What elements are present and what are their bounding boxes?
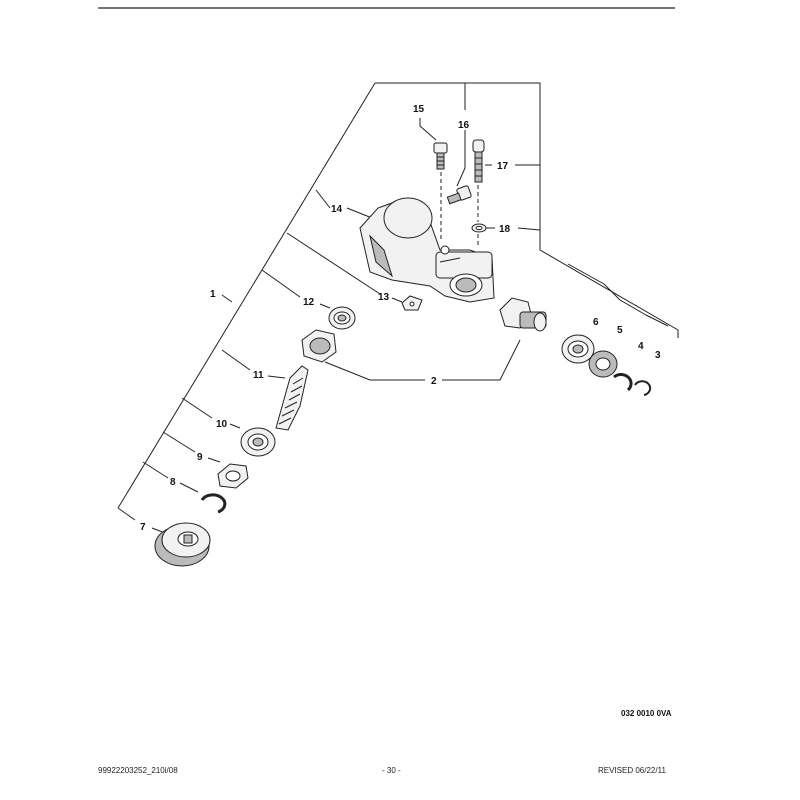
leader-7	[117, 507, 136, 521]
part-13-plate	[401, 295, 423, 311]
callout-8: 8	[170, 477, 176, 488]
leader-8	[142, 461, 169, 479]
leader-15	[419, 118, 437, 141]
leader-16b	[456, 130, 466, 187]
callout-4: 4	[638, 341, 644, 352]
part-2-pinion	[301, 329, 337, 363]
callout-16: 16	[458, 120, 470, 131]
leader-13	[286, 232, 381, 295]
part-12-bearing	[328, 306, 356, 330]
part-4-snap-ring	[613, 372, 633, 392]
callout-6: 6	[593, 317, 599, 328]
leader-10	[181, 397, 213, 419]
leader-4	[619, 299, 647, 316]
part-14-gear-housing	[359, 197, 495, 303]
callout-18: 18	[499, 224, 511, 235]
leader-12	[261, 269, 301, 298]
part-3-snap-ring	[634, 380, 652, 396]
callout-2: 2	[431, 376, 437, 387]
leader-6	[567, 263, 605, 285]
leader-10b	[229, 423, 241, 429]
callout-12: 12	[303, 297, 315, 308]
part-8-snap-ring	[200, 493, 227, 514]
bracket-left-edge	[117, 82, 376, 509]
callout-11: 11	[253, 370, 264, 381]
leader-9	[162, 431, 196, 453]
callout-10: 10	[216, 419, 228, 430]
leader-9b	[207, 457, 221, 463]
callout-1: 1	[210, 289, 216, 300]
part-11-shaft	[275, 365, 309, 431]
callout-15: 15	[413, 104, 425, 115]
leader-8b	[179, 482, 199, 493]
leader-14	[315, 189, 331, 209]
footer-doc-number: 99922203252_210i/08	[98, 766, 178, 775]
callout-13: 13	[378, 292, 390, 303]
leader-11	[221, 349, 251, 371]
part-5-spacer	[588, 350, 618, 378]
callout-3: 3	[655, 350, 661, 361]
part-15-bolt	[433, 142, 448, 170]
leader-5	[603, 283, 621, 301]
callout-14: 14	[331, 204, 343, 215]
callout-7: 7	[140, 522, 146, 533]
part-16-bolt	[446, 185, 472, 205]
callout-5: 5	[617, 325, 623, 336]
part-17-screw	[472, 139, 485, 183]
leader-12b	[319, 303, 331, 309]
leader-3	[645, 314, 669, 327]
part-2-bevel-gear	[499, 297, 547, 332]
footer-page-number: - 30 -	[382, 766, 401, 775]
leader-14b	[346, 207, 373, 219]
footer-revision: REVISED 06/22/11	[598, 766, 666, 775]
leader-2	[324, 361, 425, 381]
part-9-lock-washer	[217, 463, 249, 489]
leader-11b	[267, 375, 286, 379]
leader-18b	[517, 227, 541, 231]
callout-17: 17	[497, 161, 509, 172]
leader-1	[221, 294, 233, 303]
part-7-cup-washer	[154, 522, 211, 567]
drawing-code: 032 0010 0VA	[621, 709, 672, 718]
part-18-washer	[471, 223, 487, 233]
leader-2b	[442, 339, 521, 381]
leader-13b	[391, 297, 403, 303]
callout-9: 9	[197, 452, 203, 463]
part-10-bearing	[240, 427, 276, 457]
part-6-bearing	[561, 334, 595, 364]
